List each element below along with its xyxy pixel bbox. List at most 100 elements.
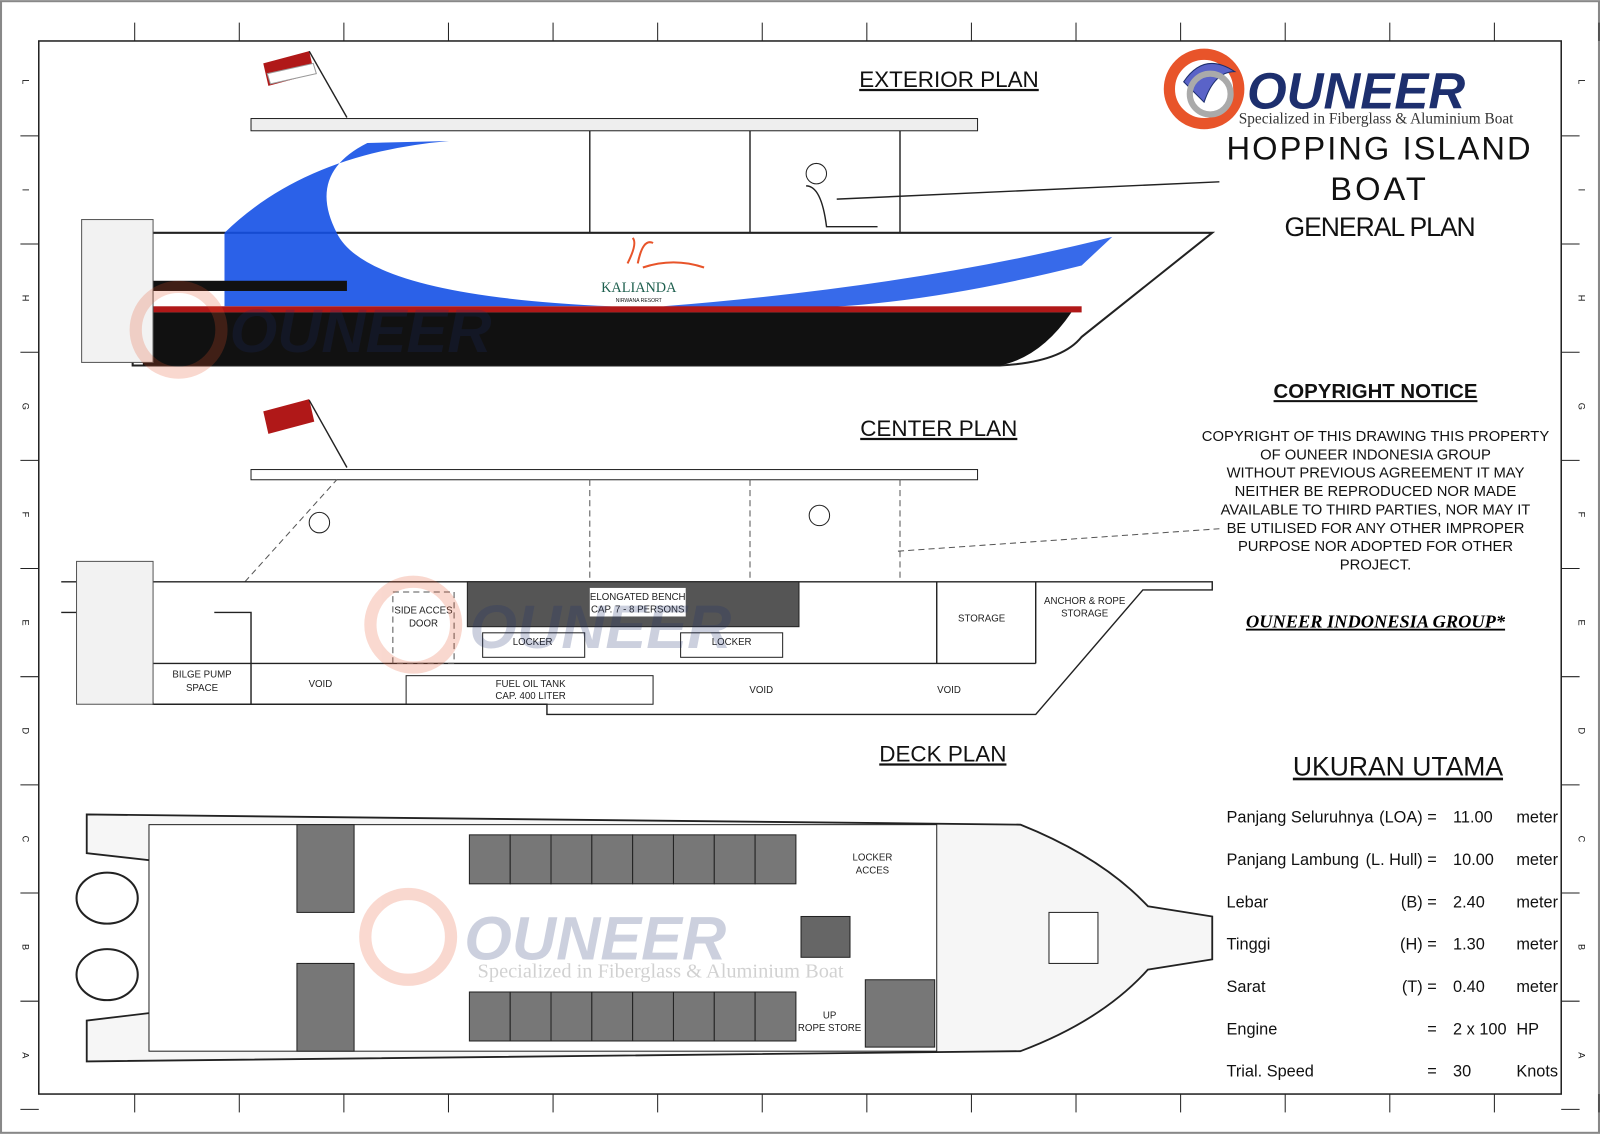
spec-label: Lebar xyxy=(1227,893,1269,911)
spec-label: Tinggi xyxy=(1227,936,1271,954)
svg-text:ANCHOR & ROPE: ANCHOR & ROPE xyxy=(1044,596,1126,607)
seat xyxy=(550,991,593,1042)
border-letter: I xyxy=(1577,189,1587,192)
svg-text:VOID: VOID xyxy=(749,685,773,696)
seat xyxy=(591,834,634,885)
copyright-line: COPYRIGHT OF THIS DRAWING THIS PROPERTY xyxy=(1202,429,1550,445)
seat xyxy=(509,991,552,1042)
svg-text:LOCKER: LOCKER xyxy=(712,637,752,648)
deck-plan-title: DECK PLAN xyxy=(879,741,1006,766)
spec-label: Trial. Speed xyxy=(1227,1063,1314,1081)
svg-text:DOOR: DOOR xyxy=(409,619,438,630)
seat xyxy=(468,834,511,885)
spec-unit: meter xyxy=(1516,851,1558,869)
deck-plan-drawing: LOCKER ACCES UP ROPE STORE xyxy=(75,813,1214,1063)
spec-value: 2 x 100 xyxy=(1453,1020,1507,1038)
svg-text:ROPE STORE: ROPE STORE xyxy=(798,1023,862,1034)
spec-value: 10.00 xyxy=(1453,851,1494,869)
spec-label: Sarat xyxy=(1227,978,1266,996)
copyright-line: BE UTILISED FOR ANY OTHER IMPROPER xyxy=(1227,521,1525,537)
title-subtitle: GENERAL PLAN xyxy=(1285,212,1475,242)
seat xyxy=(672,991,715,1042)
spec-label: Panjang Seluruhnya xyxy=(1227,809,1375,827)
svg-text:FUEL OIL TANK: FUEL OIL TANK xyxy=(496,679,567,690)
copyright-line: OF OUNEER INDONESIA GROUP xyxy=(1260,447,1491,463)
svg-text:Specialized in Fiberglass & Al: Specialized in Fiberglass & Aluminium Bo… xyxy=(478,961,844,983)
spec-code: = xyxy=(1427,1020,1437,1038)
svg-text:KALIANDA: KALIANDA xyxy=(601,280,677,296)
border-letter: D xyxy=(20,727,30,734)
brand-tagline: Specialized in Fiberglass & Aluminium Bo… xyxy=(1239,111,1514,128)
title-line1: HOPPING ISLAND xyxy=(1227,129,1533,166)
border-letter: G xyxy=(1577,403,1587,410)
spec-value: 11.00 xyxy=(1453,809,1493,827)
border-letter: A xyxy=(1577,1052,1587,1059)
exterior-plan-title: EXTERIOR PLAN xyxy=(859,67,1039,92)
spec-code: (L. Hull) = xyxy=(1366,851,1437,869)
svg-text:VOID: VOID xyxy=(937,685,961,696)
copyright-line: AVAILABLE TO THIRD PARTIES, NOR MAY IT xyxy=(1221,502,1531,518)
seat xyxy=(672,834,715,885)
svg-text:ELONGATED BENCH: ELONGATED BENCH xyxy=(590,592,686,603)
svg-text:STORAGE: STORAGE xyxy=(958,614,1006,625)
svg-text:NIRWANA RESORT: NIRWANA RESORT xyxy=(616,298,662,304)
exterior-plan-drawing: KALIANDA NIRWANA RESORT xyxy=(81,50,1220,367)
svg-text:CAP. 400 LITER: CAP. 400 LITER xyxy=(495,691,565,702)
seat xyxy=(754,834,797,885)
seat xyxy=(713,991,756,1042)
spec-code: (H) = xyxy=(1400,936,1437,954)
svg-text:CAP. 7 - 8 PERSONS: CAP. 7 - 8 PERSONS xyxy=(591,604,685,615)
border-letter: C xyxy=(20,836,30,843)
spec-value: 1.30 xyxy=(1453,936,1485,954)
svg-text:OUNEER: OUNEER xyxy=(469,593,731,661)
specs-heading: UKURAN UTAMA xyxy=(1293,752,1503,782)
brand-name: OUNEER xyxy=(1247,62,1465,119)
spec-unit: meter xyxy=(1516,978,1558,996)
copyright-line: WITHOUT PREVIOUS AGREEMENT IT MAY xyxy=(1227,466,1525,482)
kalianda-logo: KALIANDA NIRWANA RESORT xyxy=(601,237,705,304)
spec-row: Engine = 2 x 100 HP xyxy=(1227,1020,1540,1038)
copyright-line: PROJECT. xyxy=(1340,558,1411,574)
spec-unit: HP xyxy=(1516,1020,1539,1038)
spec-label: Panjang Lambung xyxy=(1227,851,1359,869)
border-letter: G xyxy=(20,403,30,410)
border-letter: B xyxy=(20,944,30,950)
seat xyxy=(754,991,797,1042)
seat xyxy=(550,834,593,885)
seat xyxy=(591,991,634,1042)
copyright-heading: COPYRIGHT NOTICE xyxy=(1274,381,1478,403)
border-letter: L xyxy=(20,79,30,84)
border-letter: F xyxy=(20,512,30,518)
svg-text:ACCES: ACCES xyxy=(856,866,890,877)
border-letter: H xyxy=(20,295,30,302)
seat xyxy=(468,991,511,1042)
svg-text:LOCKER: LOCKER xyxy=(513,637,553,648)
border-letter: D xyxy=(1577,727,1587,734)
outboard-engine-icon xyxy=(75,871,139,925)
border-letter: A xyxy=(20,1052,30,1059)
border-letter: I xyxy=(20,189,30,192)
border-letter: F xyxy=(1577,512,1587,518)
outboard-engine-icon xyxy=(75,948,139,1002)
spec-code: (B) = xyxy=(1401,893,1437,911)
inner-frame xyxy=(38,40,1562,1095)
center-plan-title: CENTER PLAN xyxy=(860,416,1017,441)
ouneer-watermark: OUNEER OUNEER OUNEER Specialized in Fibe… xyxy=(129,280,844,986)
border-letter: C xyxy=(1577,836,1587,843)
svg-text:OUNEER: OUNEER xyxy=(464,904,726,972)
spec-value: 0.40 xyxy=(1453,978,1485,996)
svg-text:VOID: VOID xyxy=(309,679,333,690)
spec-label: Engine xyxy=(1227,1020,1278,1038)
outboard-engine-icon xyxy=(81,219,154,363)
copyright-text: COPYRIGHT OF THIS DRAWING THIS PROPERTY O… xyxy=(1202,429,1550,574)
spec-value: 2.40 xyxy=(1453,893,1485,911)
company-name: OUNEER INDONESIA GROUP* xyxy=(1246,612,1506,632)
